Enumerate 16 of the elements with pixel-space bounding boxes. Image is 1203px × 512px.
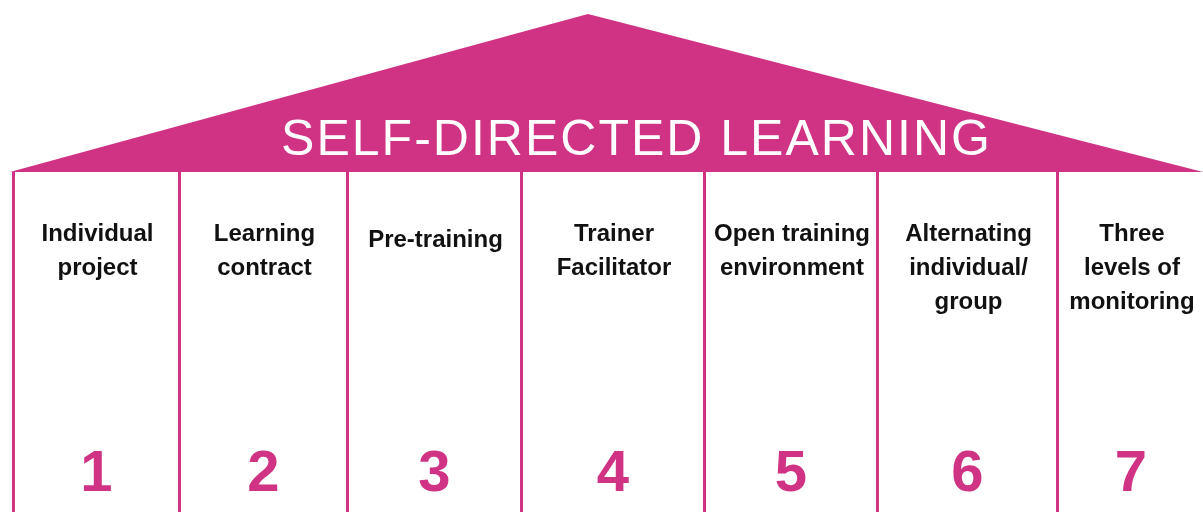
- pillar-label: Alternating individual/ group: [904, 218, 1033, 316]
- pillar-label: Learning contract: [212, 218, 317, 282]
- pillar-number: 2: [246, 438, 281, 504]
- pillar-number: 3: [417, 438, 452, 504]
- pillar-number: 7: [1113, 438, 1149, 504]
- pillar-label: Open training environment: [713, 218, 871, 282]
- pillar-label: Individual project: [40, 218, 155, 282]
- pillar-number: 5: [773, 438, 809, 504]
- pillar-label: Three levels of monitoring: [1068, 218, 1196, 316]
- pillar-number: 6: [950, 438, 985, 504]
- pillar-number: 4: [595, 438, 631, 504]
- roof: [10, 14, 1203, 172]
- pillar-label: Trainer Facilitator: [555, 218, 673, 282]
- pillar-label: Pre-training: [367, 224, 504, 254]
- pillar-number: 1: [79, 438, 114, 504]
- roof-title: SELF-DIRECTED LEARNING: [280, 110, 993, 166]
